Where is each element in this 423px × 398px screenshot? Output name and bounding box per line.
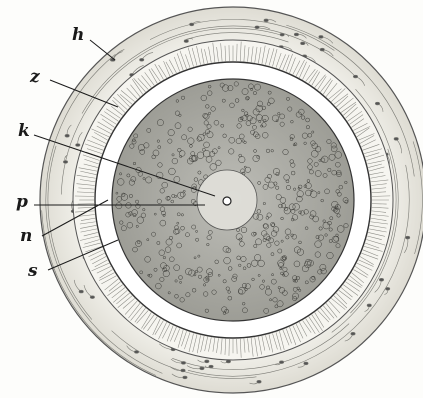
label-h: h (72, 25, 84, 45)
label-z: z (29, 67, 40, 87)
germinal-spot (223, 197, 231, 205)
label-n: n (20, 226, 32, 246)
label-k: k (18, 121, 30, 141)
label-s: s (27, 261, 38, 281)
label-p: p (16, 192, 28, 212)
